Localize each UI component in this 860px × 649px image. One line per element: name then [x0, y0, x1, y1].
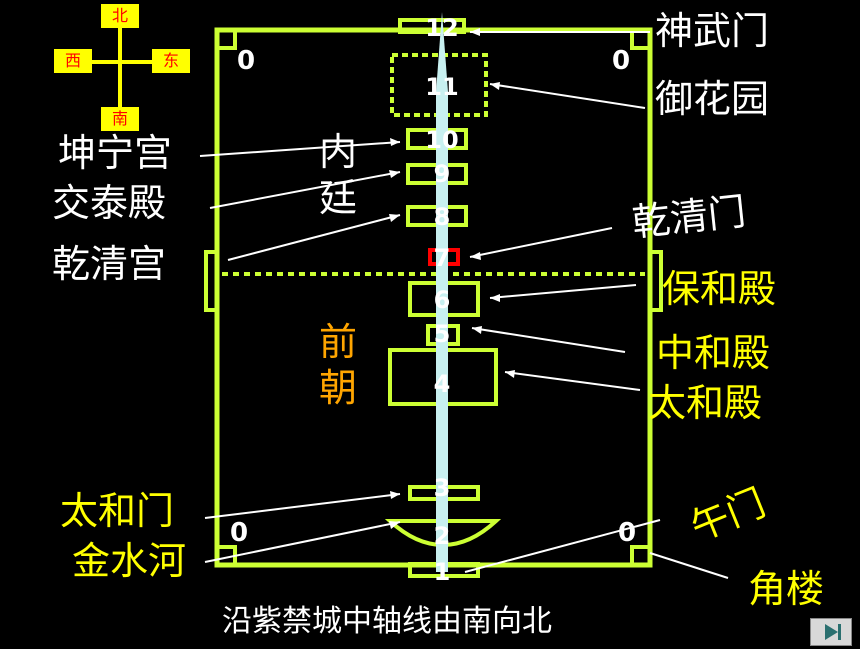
play-next-icon — [825, 624, 841, 640]
label-yuhuayuan: 御花园 — [655, 77, 770, 121]
region-inner-court: 内廷 — [318, 130, 357, 220]
corner-mark-nw: 0 — [237, 46, 256, 76]
east-side-gate — [648, 250, 663, 312]
compass-south: 南 — [101, 107, 139, 131]
axis-number: 12 — [425, 14, 458, 42]
label-jiaotaidian: 交泰殿 — [52, 181, 167, 225]
label-shenwumen: 神武门 — [655, 9, 770, 53]
corner-mark-se: 0 — [618, 518, 637, 548]
axis-number: 8 — [434, 203, 451, 231]
axis-number: 2 — [434, 522, 451, 550]
label-qianqinggong: 乾清宫 — [52, 242, 167, 286]
axis-number: 6 — [434, 286, 451, 314]
axis-number: 4 — [434, 370, 451, 398]
label-jiaolou: 角楼 — [748, 567, 825, 611]
central-axis-arrow — [436, 12, 448, 572]
leader-lines — [199, 28, 729, 579]
label-baohedian: 保和殿 — [662, 267, 777, 311]
corner-mark-ne: 0 — [612, 46, 631, 76]
region-outer-court: 前朝 — [318, 320, 357, 410]
label-qianqingmen: 乾清门 — [630, 189, 749, 245]
corner-tower-se — [630, 545, 652, 567]
label-kunninggong: 坤宁宫 — [58, 131, 173, 175]
caption: 沿紫禁城中轴线由南向北 — [222, 604, 552, 639]
label-taihedian: 太和殿 — [648, 381, 763, 425]
axis-number: 5 — [434, 320, 451, 348]
corner-mark-sw: 0 — [230, 518, 249, 548]
compass-north: 北 — [101, 4, 139, 28]
label-taihemen: 太和门 — [60, 489, 175, 533]
corner-tower-ne — [630, 28, 652, 50]
compass-west: 西 — [54, 49, 92, 73]
west-side-gate — [204, 250, 219, 312]
axis-number: 11 — [425, 73, 458, 101]
axis-number: 10 — [425, 126, 458, 154]
building-12-shenwumen — [398, 18, 466, 34]
axis-number: 7 — [434, 244, 451, 272]
label-zhonghedian: 中和殿 — [656, 331, 771, 375]
corner-tower-nw — [215, 28, 237, 50]
axis-number: 9 — [434, 160, 451, 188]
label-jinshuihe: 金水河 — [72, 539, 187, 583]
axis-numbers: 12 11 10 9 8 7 6 5 4 3 2 1 — [425, 14, 458, 586]
compass-east: 东 — [152, 49, 190, 73]
next-slide-button[interactable] — [810, 618, 852, 646]
compass — [92, 28, 152, 108]
axis-number: 1 — [434, 558, 451, 586]
axis-number: 3 — [434, 474, 451, 502]
